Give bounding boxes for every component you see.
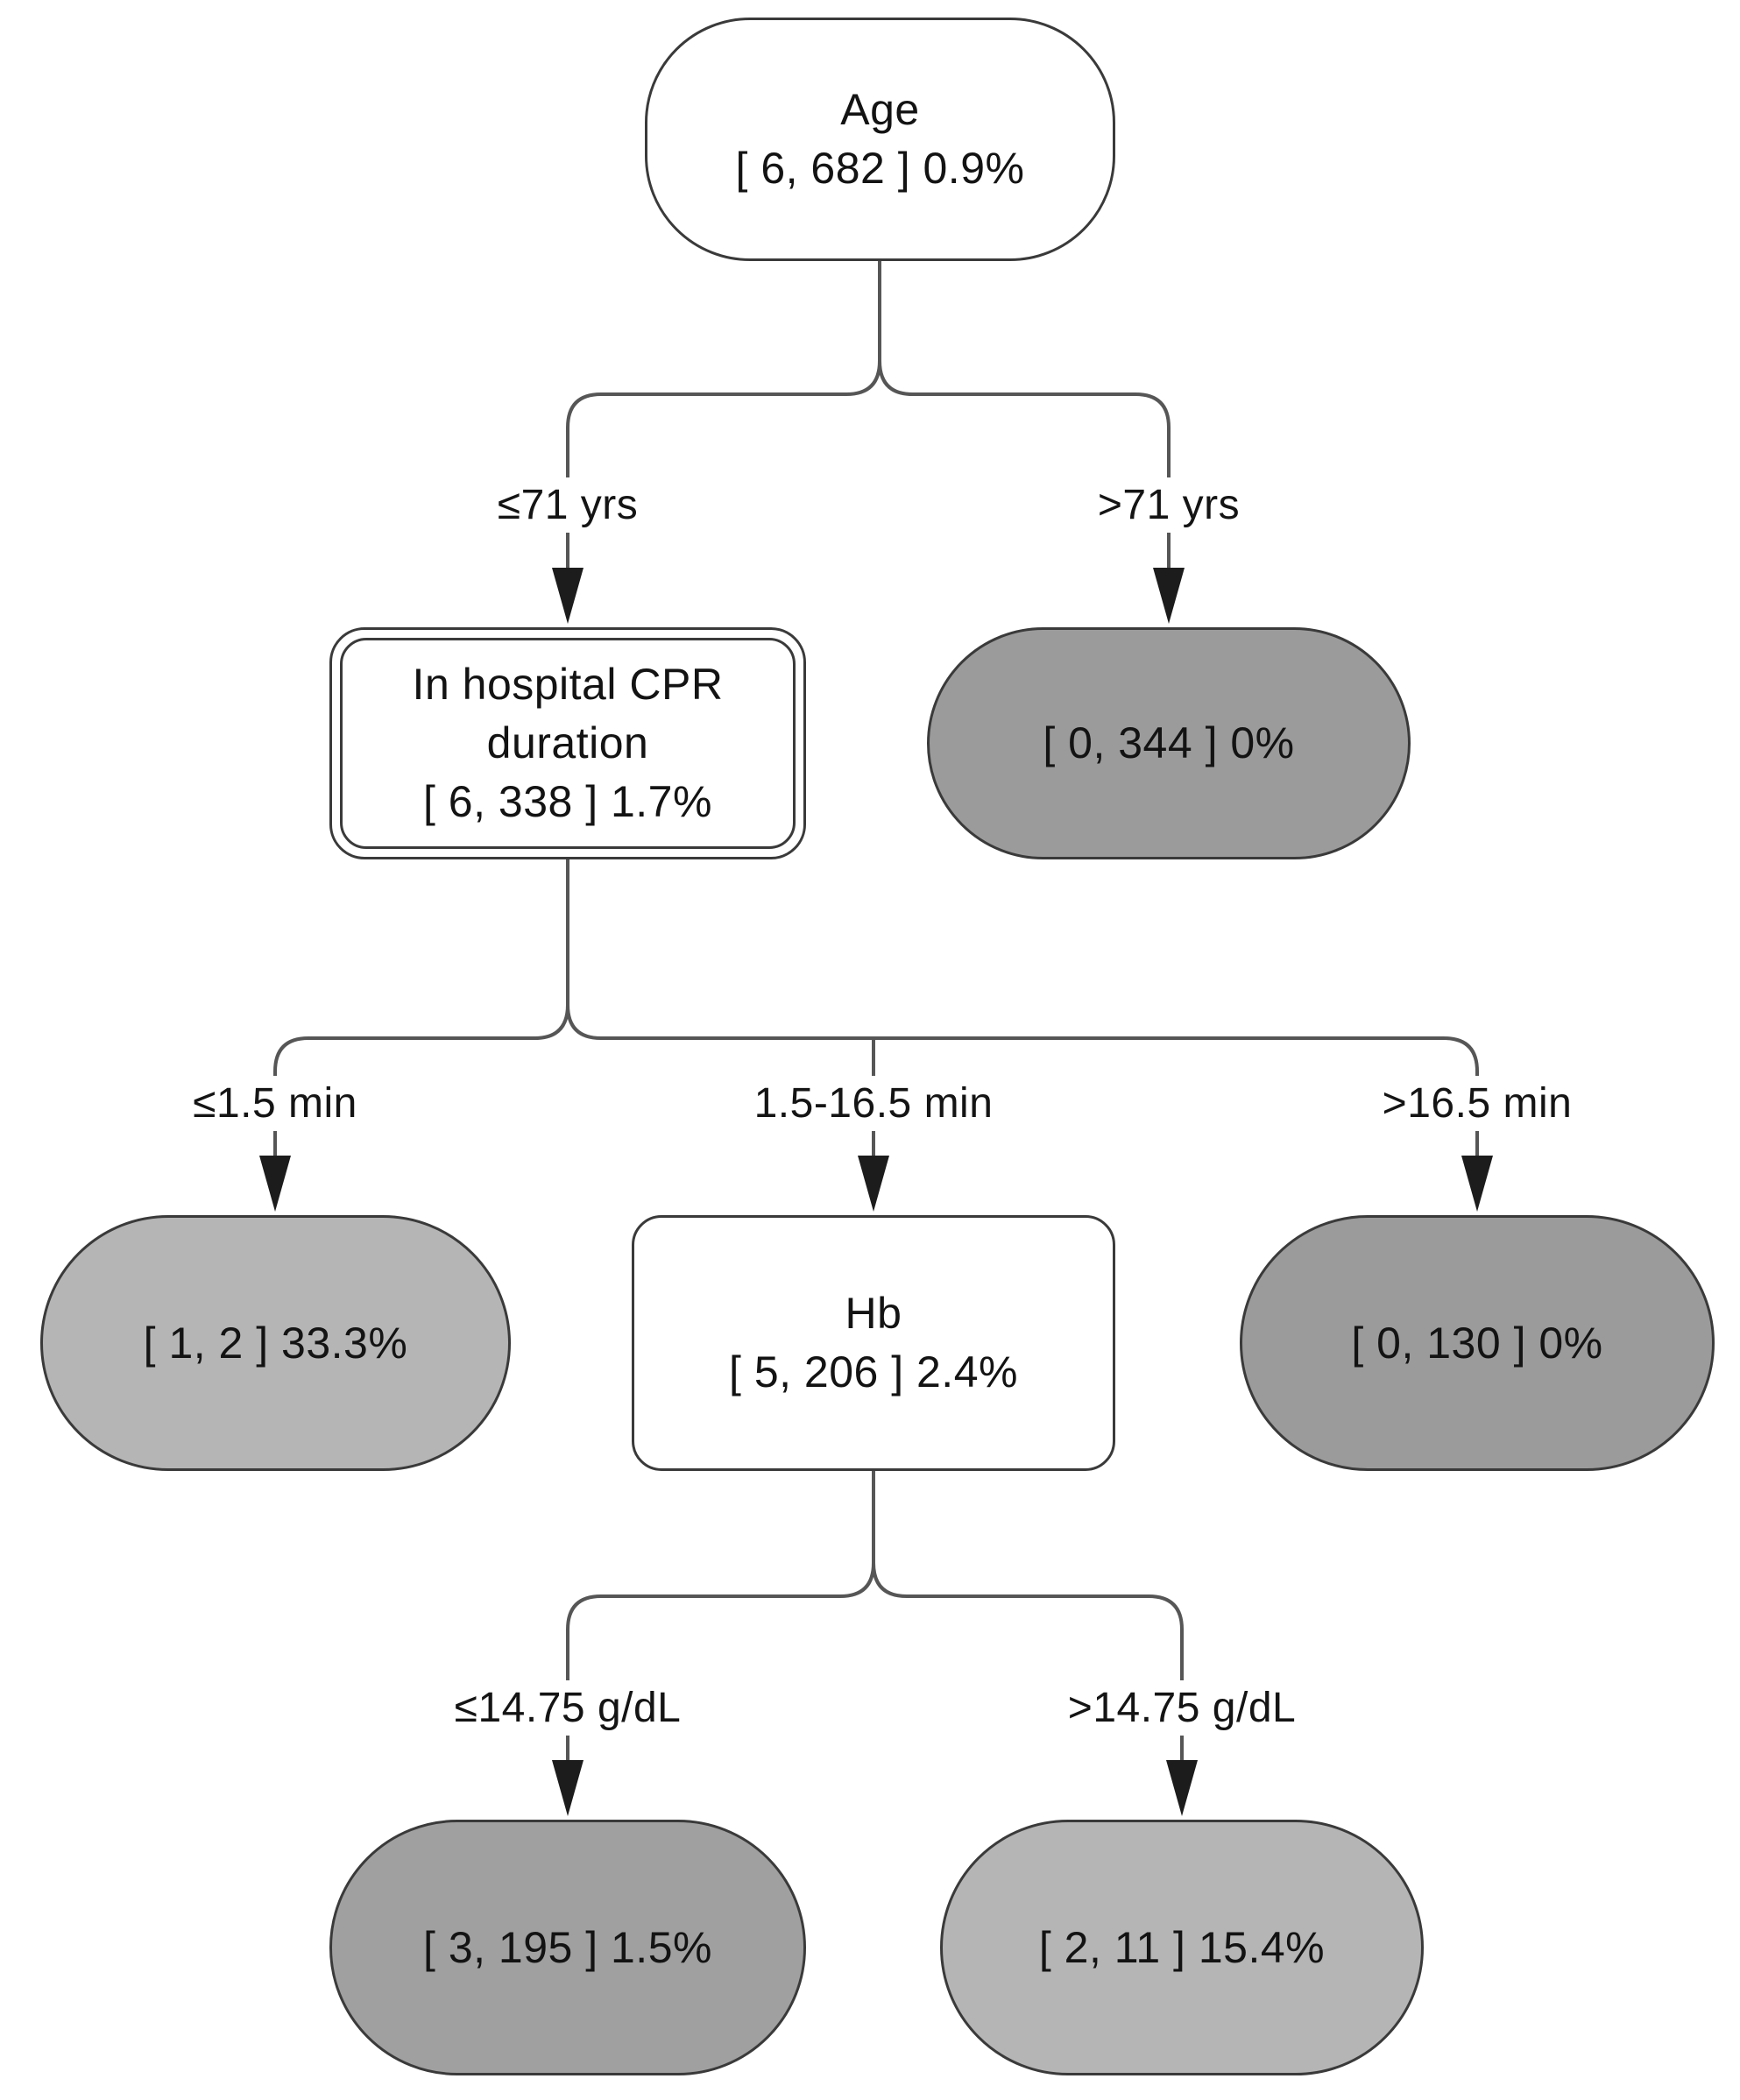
node-leaf-0-130: [ 0, 130 ] 0% xyxy=(1240,1215,1715,1471)
node-stats: [ 0, 130 ] 0% xyxy=(1351,1318,1603,1368)
node-age-text: Age [ 6, 682 ] 0.9% xyxy=(736,81,1025,198)
edge-label-cpr-le-1-5: ≤1.5 min xyxy=(182,1076,368,1131)
node-leaf-0-344: [ 0, 344 ] 0% xyxy=(927,627,1411,859)
node-leaf-2-11: [ 2, 11 ] 15.4% xyxy=(940,1820,1424,2075)
edge-label-cpr-gt-16-5: >16.5 min xyxy=(1371,1076,1583,1131)
node-label: Hb xyxy=(845,1289,902,1338)
node-stats: [ 3, 195 ] 1.5% xyxy=(423,1922,712,1972)
edge-label-cpr-1-5-16-5: 1.5-16.5 min xyxy=(743,1076,1004,1131)
node-stats: [ 1, 2 ] 33.3% xyxy=(143,1318,408,1368)
arrowhead-down-icon xyxy=(552,1760,584,1816)
edge-label-hb-le-14-75: ≤14.75 g/dL xyxy=(443,1680,692,1736)
node-label: In hospital CPR xyxy=(412,660,724,709)
node-stats: [ 6, 682 ] 0.9% xyxy=(735,144,1025,193)
branch-cpr-left xyxy=(273,858,569,1157)
arrowhead-down-icon xyxy=(1461,1156,1493,1212)
branch-age-right xyxy=(878,259,1171,569)
node-stats: [ 6, 338 ] 1.7% xyxy=(423,777,712,826)
node-leaf-3-195: [ 3, 195 ] 1.5% xyxy=(329,1820,806,2075)
node-label: Age xyxy=(840,85,920,134)
node-stats: [ 5, 206 ] 2.4% xyxy=(729,1347,1018,1396)
branch-cpr-right xyxy=(566,858,1479,1157)
branch-age-left xyxy=(566,259,881,569)
node-label: duration xyxy=(486,718,649,767)
node-cpr-text: In hospital CPR duration [ 6, 338 ] 1.7% xyxy=(413,655,724,831)
node-cpr-duration: In hospital CPR duration [ 6, 338 ] 1.7% xyxy=(329,627,806,859)
node-hb: Hb [ 5, 206 ] 2.4% xyxy=(632,1215,1115,1471)
edge-label-hb-gt-14-75: >14.75 g/dL xyxy=(1057,1680,1307,1736)
node-stats: [ 0, 344 ] 0% xyxy=(1043,718,1295,767)
branch-hb-left xyxy=(566,1469,875,1762)
edge-label-age-le-71: ≤71 yrs xyxy=(486,477,649,533)
arrowhead-down-icon xyxy=(1153,568,1185,624)
edge-label-age-gt-71: >71 yrs xyxy=(1086,477,1251,533)
node-hb-text: Hb [ 5, 206 ] 2.4% xyxy=(729,1284,1018,1402)
arrowhead-down-icon xyxy=(259,1156,291,1212)
node-leaf-1-2: [ 1, 2 ] 33.3% xyxy=(40,1215,511,1471)
arrowhead-down-icon xyxy=(1166,1760,1198,1816)
node-stats: [ 2, 11 ] 15.4% xyxy=(1038,1922,1326,1972)
arrowheads xyxy=(259,568,1493,1816)
branch-hb-right xyxy=(872,1469,1184,1762)
arrowhead-down-icon xyxy=(552,568,584,624)
tree-branch-lines xyxy=(273,259,1479,1762)
arrowhead-down-icon xyxy=(858,1156,889,1212)
node-age-root: Age [ 6, 682 ] 0.9% xyxy=(645,18,1115,261)
